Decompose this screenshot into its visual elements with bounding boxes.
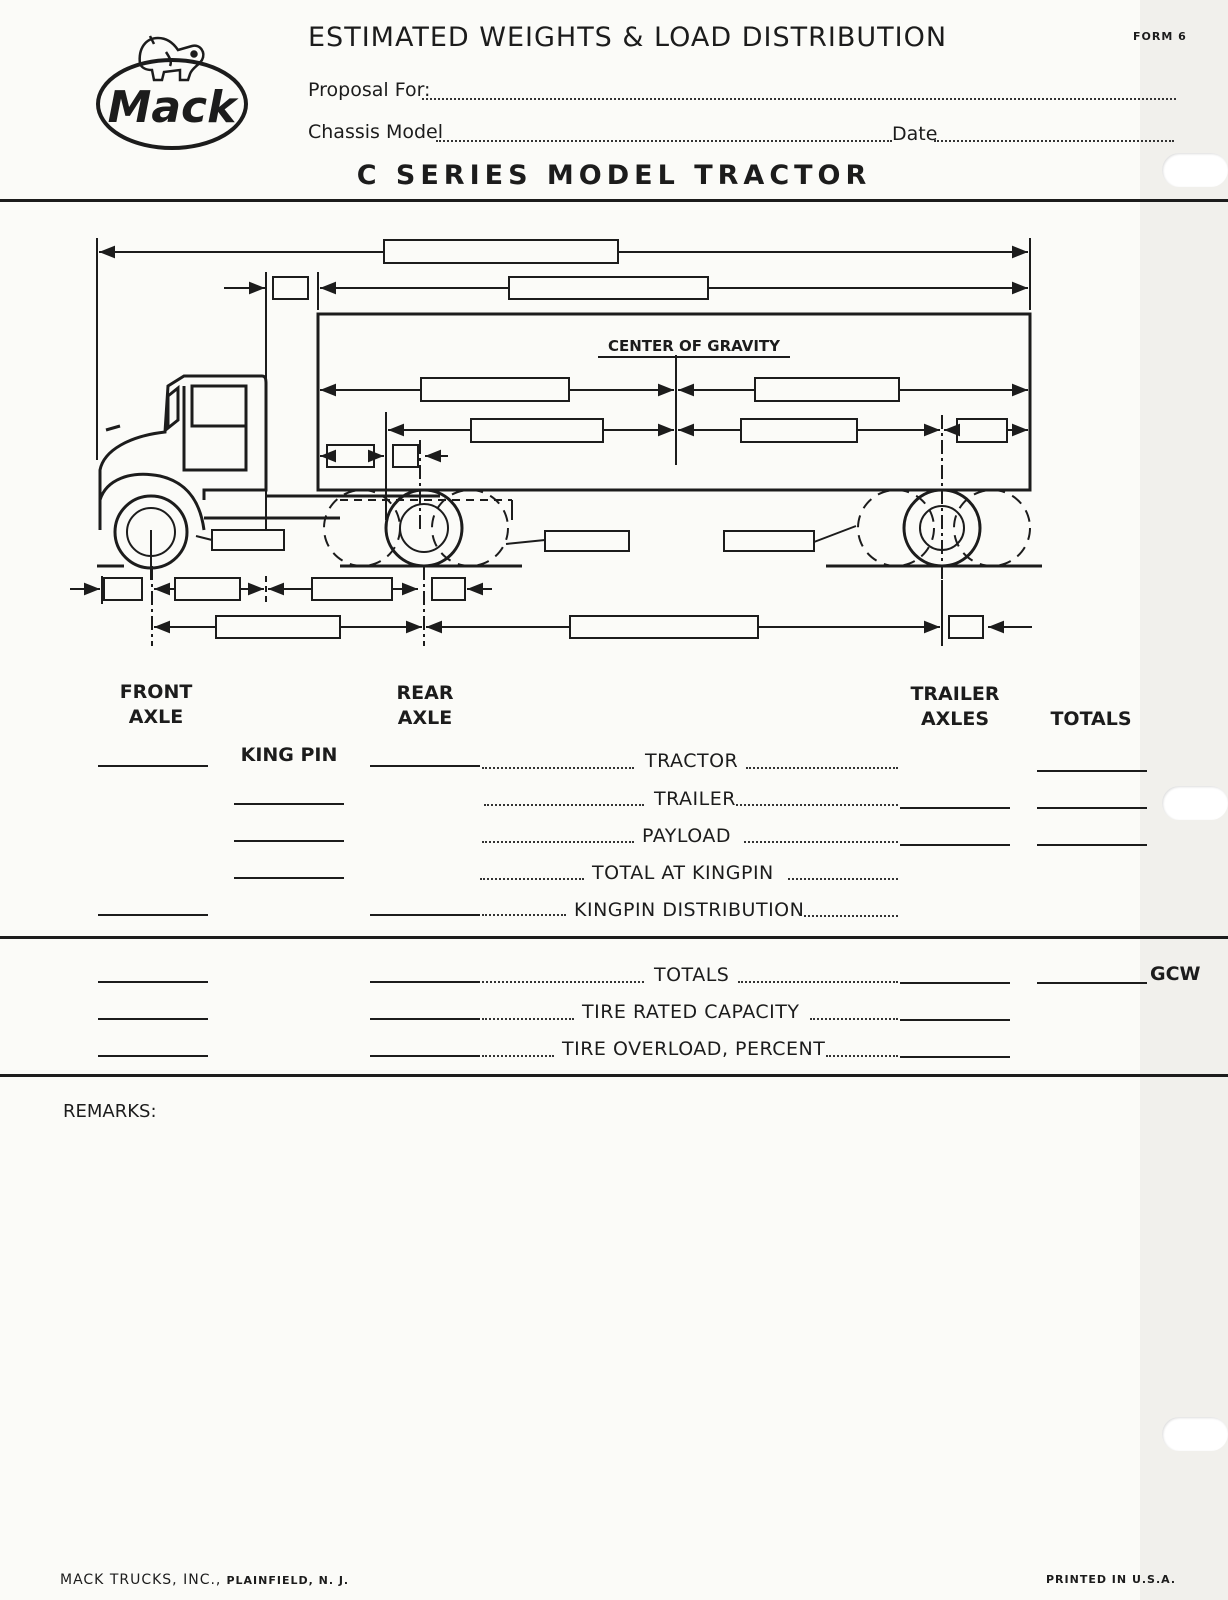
date-field[interactable]: [934, 140, 1174, 142]
printed-in-usa: PRINTED IN U.S.A.: [1046, 1573, 1177, 1586]
leader-dots: [482, 981, 644, 983]
tractor-row-label: TRACTOR: [645, 750, 739, 772]
chassis-model-field[interactable]: [436, 140, 892, 142]
leader-dots: [482, 1018, 574, 1020]
trailer-axles-tire-capacity-blank[interactable]: [900, 1019, 1010, 1021]
king-pin-heading: KING PIN: [240, 744, 338, 766]
proposal-label: Proposal For:: [308, 79, 431, 101]
leader-dots: [738, 981, 898, 983]
leader-dots: [788, 878, 898, 880]
trailer-axles-overload-blank[interactable]: [900, 1056, 1010, 1058]
leader-dots: [810, 1018, 898, 1020]
leader-dots: [482, 1055, 554, 1057]
totals-payload-blank[interactable]: [1037, 844, 1147, 846]
proposal-field[interactable]: [422, 98, 1176, 100]
remarks-label: REMARKS:: [63, 1101, 157, 1122]
divider-middle: [0, 936, 1228, 939]
payload-row-label: PAYLOAD: [642, 825, 732, 847]
dimension-box: [383, 239, 619, 264]
rear-axle-tire-capacity-blank[interactable]: [370, 1018, 480, 1020]
front-axle-heading: FRONT AXLE: [119, 681, 193, 728]
mack-logo: Mack: [96, 35, 248, 150]
kingpin-trailer-blank[interactable]: [234, 803, 344, 805]
kingpin-total-blank[interactable]: [234, 877, 344, 879]
rear-axle-overload-blank[interactable]: [370, 1055, 480, 1057]
total-at-kingpin-label: TOTAL AT KINGPIN: [592, 862, 774, 884]
kingpin-distribution-label: KINGPIN DISTRIBUTION: [574, 899, 805, 921]
trailer-body: [316, 312, 1032, 492]
footer-company: MACK TRUCKS, INC., PLAINFIELD, N. J.: [60, 1569, 349, 1588]
leader-dots: [736, 804, 898, 806]
company-name: MACK TRUCKS, INC.,: [60, 1572, 222, 1588]
rear-axle-tractor-blank[interactable]: [370, 765, 480, 767]
rear-axle-heading: REAR AXLE: [396, 682, 454, 729]
chassis-model-label: Chassis Model: [308, 121, 444, 143]
tractor-cab: [98, 374, 440, 531]
leader-dots: [804, 915, 898, 917]
totals-tractor-blank[interactable]: [1037, 770, 1147, 772]
model-heading: C SERIES MODEL TRACTOR: [356, 160, 872, 191]
front-axle-overload-blank[interactable]: [98, 1055, 208, 1057]
front-axle-tire-capacity-blank[interactable]: [98, 1018, 208, 1020]
trailer-axles-trailer-blank[interactable]: [900, 807, 1010, 809]
trailer-row-label: TRAILER: [654, 788, 736, 810]
remarks-area[interactable]: [60, 1130, 1120, 1530]
trailer-axles-payload-blank[interactable]: [900, 844, 1010, 846]
logo-text: Mack: [108, 82, 240, 133]
form-title: ESTIMATED WEIGHTS & LOAD DISTRIBUTION: [308, 22, 948, 53]
totals-heading: TOTALS: [1050, 708, 1132, 730]
gcw-label: GCW: [1150, 963, 1201, 985]
kingpin-payload-blank[interactable]: [234, 840, 344, 842]
gcw-blank[interactable]: [1037, 982, 1147, 984]
leader-dots: [482, 767, 634, 769]
binder-hole: [1162, 1417, 1228, 1451]
tire-overload-label: TIRE OVERLOAD, PERCENT: [562, 1038, 826, 1060]
binder-hole: [1162, 786, 1228, 820]
trailer-axles-totals-blank[interactable]: [900, 982, 1010, 984]
totals-trailer-blank[interactable]: [1037, 807, 1147, 809]
leader-dots: [482, 841, 634, 843]
center-of-gravity-label: CENTER OF GRAVITY: [608, 337, 781, 355]
company-location: PLAINFIELD, N. J.: [226, 1574, 350, 1587]
leader-dots: [480, 878, 584, 880]
leader-dots: [484, 804, 644, 806]
tractor-trailer-diagram: CENTER OF GRAVITY: [70, 238, 1042, 646]
bulldog-icon: [138, 35, 205, 82]
form-number: FORM 6: [1133, 30, 1187, 43]
tire-rated-capacity-label: TIRE RATED CAPACITY: [582, 1001, 800, 1023]
leader-dots: [746, 767, 898, 769]
date-label: Date: [892, 123, 938, 145]
leader-dots: [482, 914, 566, 916]
rear-wheel: [384, 488, 464, 568]
totals-row-label: TOTALS: [654, 964, 730, 986]
divider-top: [0, 199, 1228, 202]
front-axle-totals-blank[interactable]: [98, 981, 208, 983]
divider-bottom: [0, 1074, 1228, 1077]
leader-dots: [744, 841, 898, 843]
rear-axle-totals-blank[interactable]: [370, 981, 480, 983]
front-axle-tractor-blank[interactable]: [98, 765, 208, 767]
trailer-axles-heading: TRAILER AXLES: [910, 683, 1000, 730]
rear-axle-distribution-blank[interactable]: [370, 914, 480, 916]
leader-dots: [826, 1055, 898, 1057]
front-axle-distribution-blank[interactable]: [98, 914, 208, 916]
binder-hole: [1162, 153, 1228, 187]
